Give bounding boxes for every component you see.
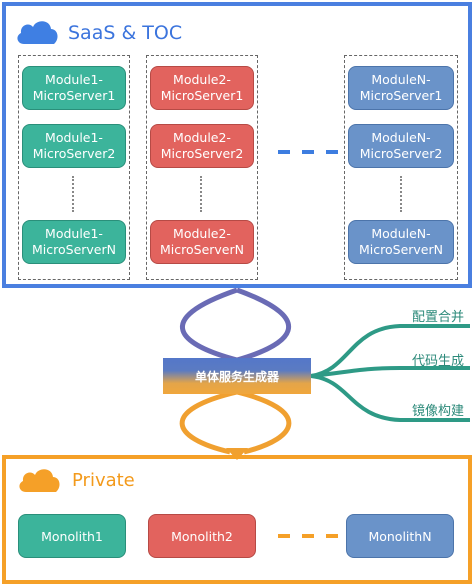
module2-vertical-ellipsis xyxy=(200,176,204,212)
module1-microserver1: Module1- MicroServer1 xyxy=(22,66,126,110)
moduleN-microserver2: ModuleN- MicroServer2 xyxy=(348,124,454,168)
lower-flow-right xyxy=(236,389,292,455)
module2-microserver2: Module2- MicroServer2 xyxy=(150,124,254,168)
private-frame xyxy=(2,455,472,584)
moduleN-microserverN: ModuleN- MicroServerN xyxy=(348,220,454,264)
moduleN-group xyxy=(344,55,458,280)
private-ellipsis xyxy=(278,534,338,538)
branch-top xyxy=(310,324,470,378)
cloud-icon xyxy=(19,469,60,492)
cloud-icon xyxy=(17,21,58,44)
monolith-generator: 单体服务生成器 xyxy=(163,358,311,394)
moduleN-microserver1: ModuleN- MicroServer1 xyxy=(348,66,454,110)
branch-bottom xyxy=(310,374,470,422)
upper-flow-left xyxy=(180,287,238,363)
module1-microserver2: Module1- MicroServer2 xyxy=(22,124,126,168)
branch-middle xyxy=(310,366,470,378)
private-title: Private xyxy=(72,470,135,491)
saas-ellipsis xyxy=(278,150,338,154)
module1-microserverN: Module1- MicroServerN xyxy=(22,220,126,264)
saas-title: SaaS & TOC xyxy=(68,22,183,44)
module1-vertical-ellipsis xyxy=(72,176,76,212)
monolith2: Monolith2 xyxy=(148,514,256,558)
output-config-merge: 配置合并 xyxy=(412,310,465,325)
monolith1: Monolith1 xyxy=(18,514,126,558)
upper-flow-right xyxy=(236,287,292,363)
output-code-generation: 代码生成 xyxy=(412,354,465,369)
module2-microserverN: Module2- MicroServerN xyxy=(150,220,254,264)
down-arrow xyxy=(226,448,248,460)
module2-group xyxy=(146,55,258,280)
lower-flow-left xyxy=(179,389,238,455)
module2-microserver1: Module2- MicroServer1 xyxy=(150,66,254,110)
saas-frame xyxy=(2,2,472,288)
moduleN-vertical-ellipsis xyxy=(400,176,404,212)
monolithN: MonolithN xyxy=(346,514,454,558)
module1-group xyxy=(18,55,130,280)
output-image-build: 镜像构建 xyxy=(412,404,465,419)
